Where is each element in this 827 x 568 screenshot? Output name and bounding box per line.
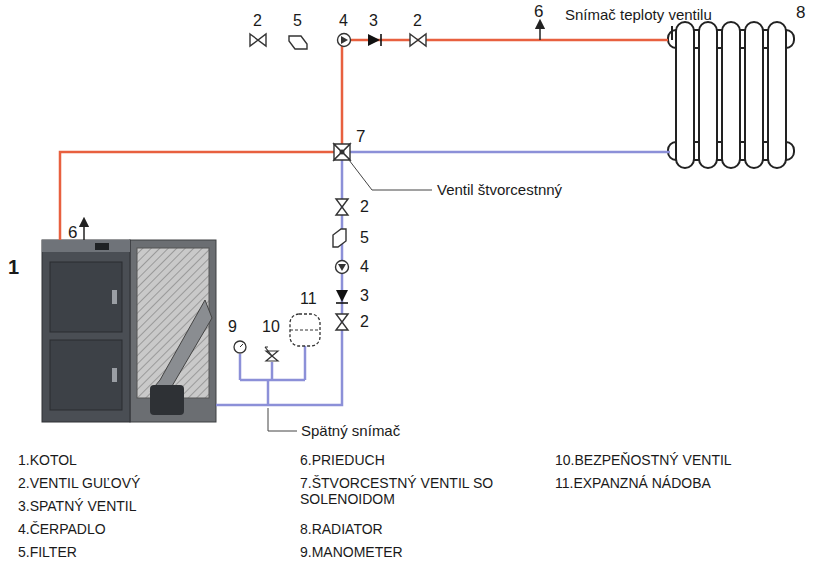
callout-number: 2 (360, 313, 369, 331)
expansion-tank-symbol (290, 314, 320, 346)
part-label: Spätný snímač (301, 422, 400, 439)
callout-number: 5 (293, 12, 302, 30)
callout-number: 8 (796, 3, 805, 23)
callout-number: 10 (262, 318, 280, 336)
legend-item: 2.VENTIL GUĽOVÝ (18, 475, 140, 491)
ball-valve-symbol (336, 199, 348, 215)
sensor-label: Snímač teploty ventilu (565, 6, 712, 23)
ball-valve-symbol (336, 314, 348, 330)
callout-number: 2 (413, 12, 422, 30)
pipe (342, 40, 668, 144)
callout-number: 6 (534, 2, 543, 22)
callout-number: 9 (228, 318, 237, 336)
legend-item: 5.FILTER (18, 544, 77, 560)
leader-line (268, 408, 297, 431)
safety-valve-symbol (265, 347, 278, 361)
pipe (350, 151, 670, 154)
callout-number: 4 (360, 258, 369, 276)
callout-number: 3 (369, 12, 378, 30)
ball-valve-symbol (410, 34, 426, 46)
legend-item: 3.SPATNÝ VENTIL (18, 498, 137, 514)
legend-item: 7.ŠTVORCESTNÝ VENTIL SO SOLENOIDOM (300, 475, 496, 507)
pipe (304, 346, 307, 380)
filter-symbol (289, 36, 307, 49)
legend-item: 8.RADIATOR (300, 521, 383, 537)
callout-number: 2 (253, 12, 262, 30)
callout-number: 1 (8, 256, 19, 279)
callout-number: 4 (339, 12, 348, 30)
callout-number: 3 (360, 287, 369, 305)
pipe (271, 362, 274, 380)
pump-symbol (336, 261, 349, 274)
pump-symbol (338, 34, 351, 47)
callout-number: 2 (360, 198, 369, 216)
check-valve-symbol (336, 290, 348, 303)
pipe (60, 152, 334, 240)
callout-number: 6 (68, 223, 77, 243)
pipe (267, 380, 270, 405)
legend-item: 6.PRIEDUCH (300, 452, 385, 468)
pipes (60, 40, 670, 405)
vent-arrow (83, 222, 85, 240)
callout-number: 5 (360, 229, 369, 247)
pipe (239, 354, 242, 380)
callout-number: 11 (300, 290, 317, 308)
boiler-illustration (42, 240, 216, 422)
manometer-symbol (234, 341, 246, 353)
callout-number: 7 (356, 127, 365, 147)
legend-item: 10.BEZPEŇOSTNÝ VENTIL (555, 452, 732, 468)
legend-item: 9.MANOMETER (300, 544, 403, 560)
part-label: Ventil štvorcestnný (437, 181, 562, 198)
legend-item: 1.KOTOL (18, 452, 77, 468)
filter-symbol (333, 229, 346, 247)
leader-line (349, 160, 432, 190)
four-way-valve-symbol (334, 144, 350, 160)
vent-arrow (539, 24, 541, 40)
pipe (216, 160, 342, 405)
legend-item: 4.ČERPADLO (18, 521, 106, 537)
check-valve-symbol (368, 34, 381, 46)
radiator-illustration (668, 22, 794, 168)
legend-item: 11.EXPANZNÁ NÁDOBA (555, 475, 711, 491)
ball-valve-symbol (250, 34, 266, 46)
